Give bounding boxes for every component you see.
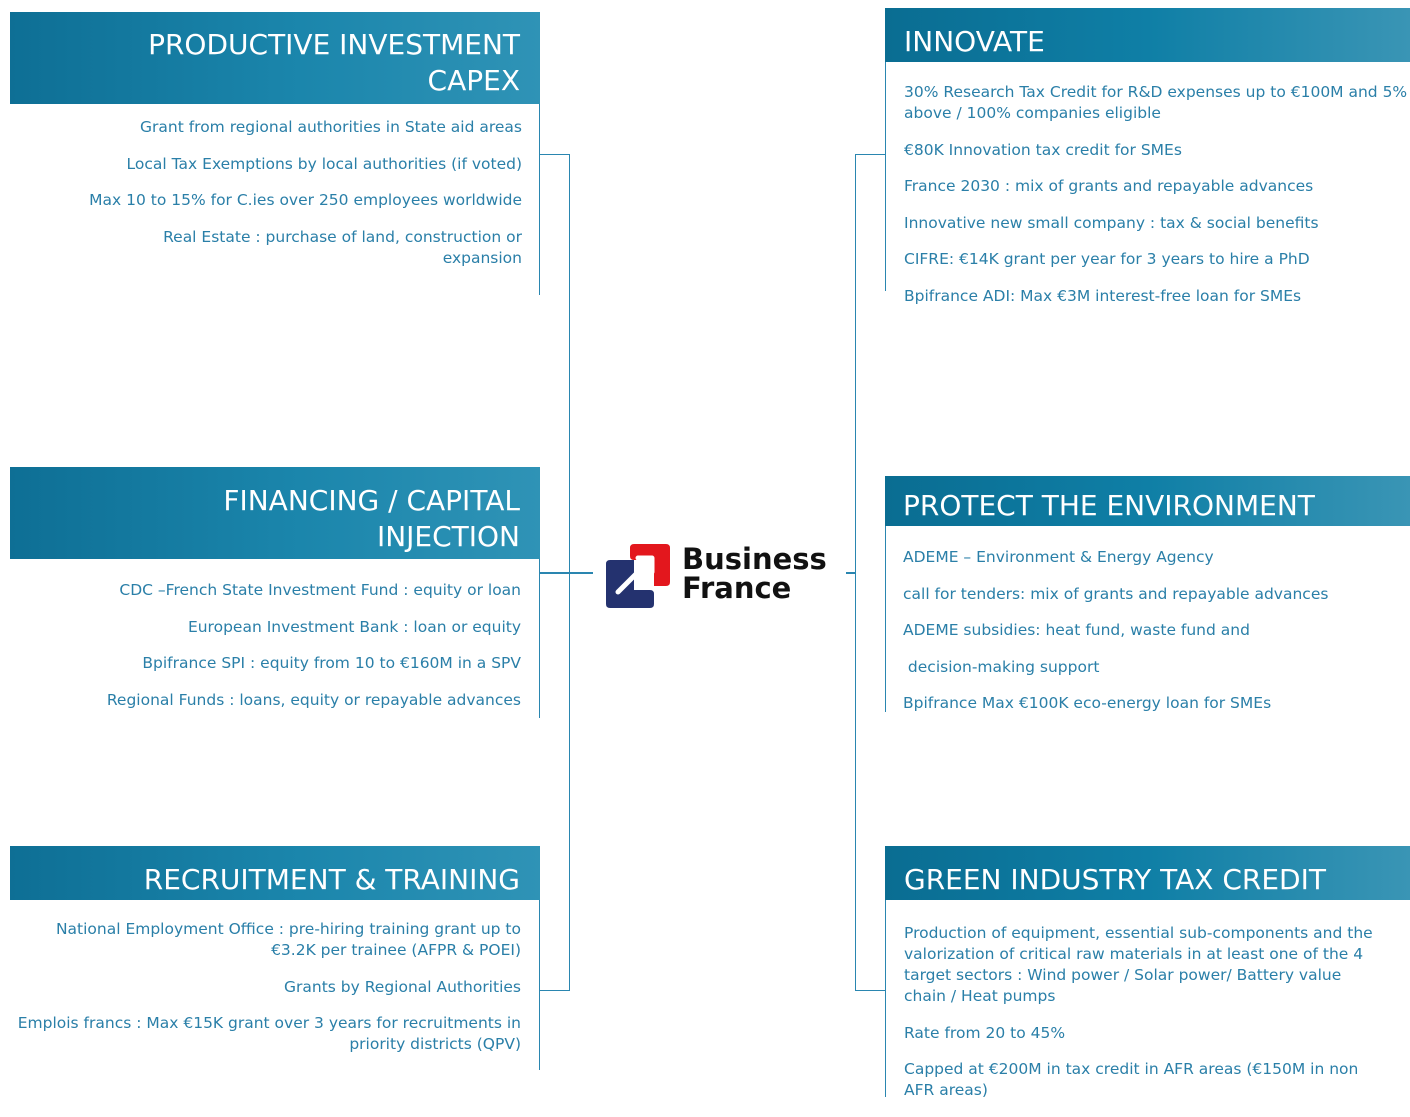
list-item: Local Tax Exemptions by local authoritie…: [126, 154, 522, 173]
header-title: GREEN INDUSTRY TAX CREDIT: [904, 863, 1326, 896]
list-item: Emplois francs : Max €15K grant over 3 y…: [17, 1014, 521, 1053]
list-recruitment: National Employment Office : pre-hiring …: [10, 919, 521, 1071]
header-title: INNOVATE: [904, 25, 1045, 58]
list-item: Regional Funds : loans, equity or repaya…: [106, 690, 521, 709]
list-item: European Investment Bank : loan or equit…: [187, 617, 521, 636]
header-title-line1: FINANCING / CAPITAL: [223, 484, 520, 517]
list-item: Innovative new small company : tax & soc…: [904, 213, 1319, 232]
header-green-industry: GREEN INDUSTRY TAX CREDIT: [885, 846, 1410, 900]
header-title: PROTECT THE ENVIRONMENT: [903, 489, 1315, 522]
left-connector: [540, 572, 593, 574]
list-item: Bpifrance ADI: Max €3M interest-free loa…: [904, 286, 1302, 305]
logo-arrow-icon: [615, 555, 655, 595]
header-title-line2: CAPEX: [427, 64, 520, 97]
logo-line2: France: [682, 571, 792, 605]
group-line: [885, 62, 886, 291]
header-title-line1: PRODUCTIVE INVESTMENT: [148, 28, 520, 61]
list-item: Bpifrance SPI : equity from 10 to €160M …: [142, 654, 521, 672]
logo-navy-shape: [606, 560, 654, 608]
list-productive-investment: Grant from regional authorities in State…: [40, 117, 522, 284]
list-item: Max 10 to 15% for C.ies over 250 employe…: [89, 191, 522, 209]
right-connector: [846, 572, 856, 574]
business-france-logo: [606, 544, 670, 608]
list-item: ADEME – Environment & Energy Agency: [903, 548, 1214, 566]
list-item: €80K Innovation tax credit for SMEs: [904, 140, 1182, 159]
group-line: [885, 526, 886, 712]
header-title-line2: INJECTION: [376, 520, 520, 553]
header-protect-environment: PROTECT THE ENVIRONMENT: [885, 476, 1410, 526]
list-item: 30% Research Tax Credit for R&D expenses…: [904, 83, 1408, 122]
logo-text: Business France: [682, 545, 827, 603]
header-productive-investment: PRODUCTIVE INVESTMENT CAPEX: [10, 12, 540, 104]
list-financing: CDC –French State Investment Fund : equi…: [40, 580, 521, 726]
header-recruitment: RECRUITMENT & TRAINING: [10, 846, 540, 900]
list-protect-environment: ADEME – Environment & Energy Agency call…: [903, 547, 1410, 730]
list-item: decision-making support: [903, 657, 1100, 676]
list-item: Rate from 20 to 45%: [904, 1023, 1066, 1042]
logo-line1: Business: [682, 542, 827, 576]
list-item: CDC –French State Investment Fund : equi…: [119, 581, 521, 599]
list-innovate: 30% Research Tax Credit for R&D expenses…: [904, 82, 1410, 322]
list-item: Bpifrance Max €100K eco-energy loan for …: [903, 694, 1272, 712]
list-item: Production of equipment, essential sub-c…: [904, 924, 1373, 1005]
group-line: [885, 900, 886, 1097]
group-line: [539, 559, 540, 718]
list-item: Capped at €200M in tax credit in AFR are…: [904, 1060, 1359, 1099]
header-financing: FINANCING / CAPITAL INJECTION: [10, 467, 540, 559]
right-bracket: [855, 154, 885, 991]
list-item: CIFRE: €14K grant per year for 3 years t…: [904, 250, 1310, 268]
list-item: National Employment Office : pre-hiring …: [55, 920, 521, 959]
group-line: [539, 900, 540, 1070]
list-item: France 2030 : mix of grants and repayabl…: [904, 177, 1314, 195]
group-line: [539, 104, 540, 295]
list-green-industry: Production of equipment, essential sub-c…: [904, 923, 1384, 1117]
list-item: Grant from regional authorities in State…: [140, 118, 522, 136]
header-innovate: INNOVATE: [885, 8, 1410, 62]
list-item: Real Estate : purchase of land, construc…: [163, 227, 522, 267]
list-item: call for tenders: mix of grants and repa…: [903, 584, 1329, 603]
header-title: RECRUITMENT & TRAINING: [143, 863, 520, 896]
list-item: Grants by Regional Authorities: [283, 977, 521, 996]
logo-red-shape: [630, 544, 670, 586]
list-item: ADEME subsidies: heat fund, waste fund a…: [903, 621, 1250, 639]
